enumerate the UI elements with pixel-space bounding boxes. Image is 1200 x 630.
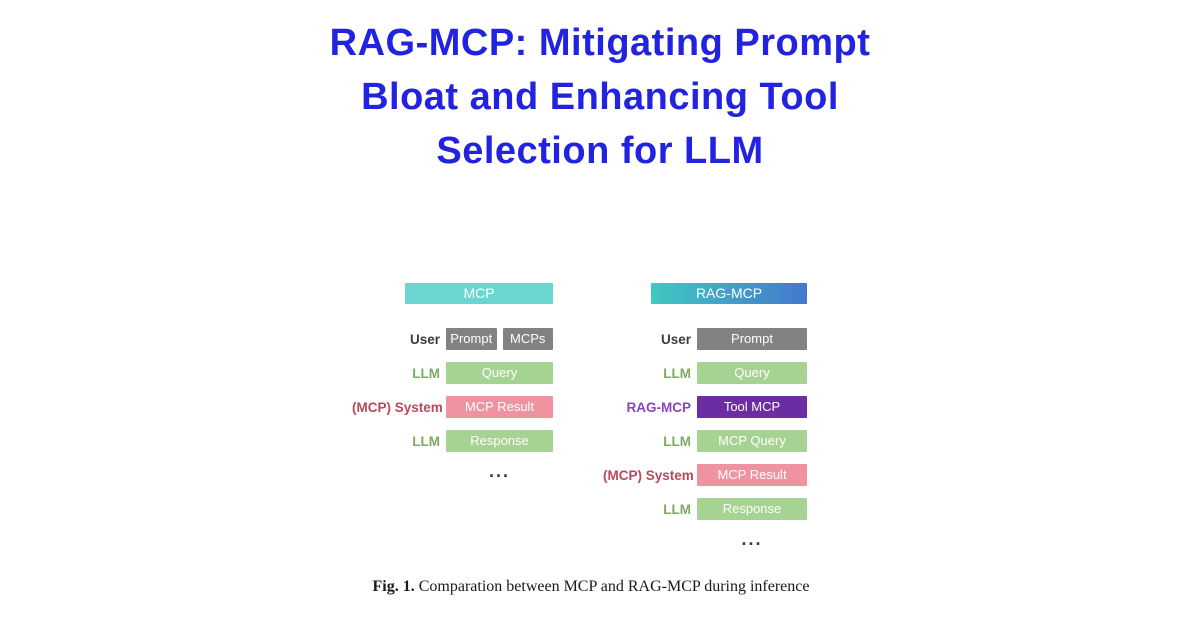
paper-title-line-3: Selection for LLM xyxy=(436,130,764,172)
figure-caption-label: Fig. 1. xyxy=(372,578,415,595)
message-box: MCP Query xyxy=(697,430,807,452)
message-box: MCP Result xyxy=(697,464,807,486)
message-box: Prompt xyxy=(697,328,807,350)
message-boxes: Prompt xyxy=(697,328,807,350)
actor-label: LLM xyxy=(412,365,440,381)
message-boxes: Query xyxy=(697,362,807,384)
message-boxes: MCP Result xyxy=(697,464,807,486)
ragmcp-diagram-row: LLM Query xyxy=(603,362,807,384)
message-box: Tool MCP xyxy=(697,396,807,418)
message-boxes: Query xyxy=(446,362,553,384)
message-box: Query xyxy=(697,362,807,384)
actor-label: LLM xyxy=(663,433,691,449)
ragmcp-diagram-ellipsis: ... xyxy=(741,529,763,549)
message-box: Response xyxy=(446,430,553,452)
ragmcp-diagram-header: RAG-MCP xyxy=(651,283,807,304)
mcp-diagram-row: LLM Query xyxy=(352,362,553,384)
message-boxes: Response xyxy=(446,430,553,452)
message-boxes: MCP Query xyxy=(697,430,807,452)
message-boxes: Tool MCP xyxy=(697,396,807,418)
figure-caption: Fig. 1. Comparation between MCP and RAG-… xyxy=(0,578,1182,596)
paper-title-line-1: RAG-MCP: Mitigating Prompt xyxy=(329,22,871,64)
paper-title-line-2: Bloat and Enhancing Tool xyxy=(361,76,839,118)
ragmcp-diagram-row: RAG-MCP Tool MCP xyxy=(603,396,807,418)
figure-caption-text: Comparation between MCP and RAG-MCP duri… xyxy=(414,578,810,595)
message-box: MCP Result xyxy=(446,396,553,418)
actor-label: RAG-MCP xyxy=(626,399,692,415)
paper-title: RAG-MCP: Mitigating Prompt Bloat and Enh… xyxy=(0,16,1200,178)
actor-label: (MCP) System xyxy=(352,399,443,415)
actor-label: LLM xyxy=(663,501,691,517)
message-boxes: Response xyxy=(697,498,807,520)
ragmcp-diagram-row: LLM Response xyxy=(603,498,807,520)
message-box: MCPs xyxy=(502,328,553,350)
mcp-diagram-ellipsis: ... xyxy=(488,461,510,481)
message-box: Query xyxy=(446,362,553,384)
message-box: Prompt xyxy=(446,328,497,350)
actor-label: LLM xyxy=(663,365,691,381)
message-box: Response xyxy=(697,498,807,520)
message-boxes: MCP Result xyxy=(446,396,553,418)
actor-label: LLM xyxy=(412,433,440,449)
ragmcp-diagram-row: LLM MCP Query xyxy=(603,430,807,452)
actor-label: User xyxy=(409,331,440,347)
actor-label: (MCP) System xyxy=(603,467,694,483)
ragmcp-diagram-row: User Prompt xyxy=(603,328,807,350)
mcp-diagram-header: MCP xyxy=(405,283,553,304)
actor-label: User xyxy=(660,331,691,347)
mcp-diagram-row: LLM Response xyxy=(352,430,553,452)
